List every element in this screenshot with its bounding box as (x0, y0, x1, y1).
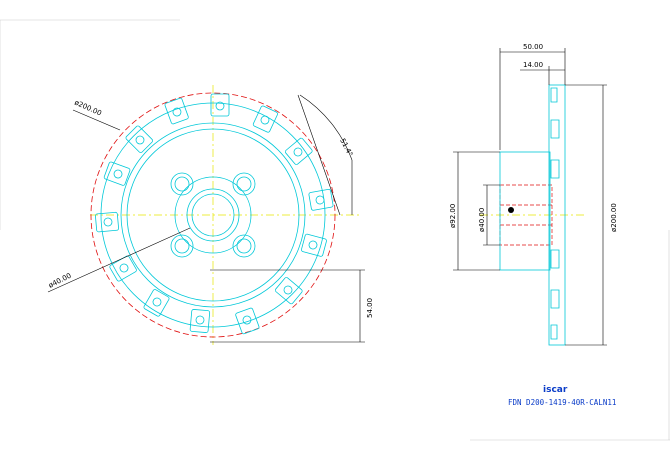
side-hub-label: ø92.00 (449, 204, 457, 228)
iscar-logo: iscar (543, 385, 568, 395)
front-centerlines (90, 85, 360, 345)
side-width-14-label: 14.00 (523, 61, 543, 69)
mounting-holes (170, 172, 256, 258)
front-view: ø200.00 ø40.00 51.4° 54.00 (47, 85, 374, 345)
outer-diameter-circle (90, 92, 336, 338)
sheet-border (0, 19, 670, 441)
side-outer-label: ø200.00 (610, 203, 618, 232)
part-number: FDN D200-1419-40R-CALN11 (508, 398, 616, 407)
front-outer-diameter-label: ø200.00 (73, 99, 103, 118)
cutter-body (100, 102, 326, 328)
front-height-label: 54.00 (366, 298, 374, 318)
side-view: 50.00 14.00 ø40.00 ø92.00 ø200.00 (449, 43, 618, 346)
front-bore-label: ø40.00 (47, 272, 72, 290)
title-block: iscar FDN D200-1419-40R-CALN11 (508, 385, 616, 407)
side-dimension-lines (453, 48, 607, 346)
side-width-50-label: 50.00 (523, 43, 543, 51)
front-angle-label: 51.4° (338, 137, 354, 158)
side-center-mark (508, 207, 514, 213)
front-dimension-lines (47, 94, 365, 343)
side-body-outline (499, 84, 566, 346)
side-bore-label: ø40.00 (478, 208, 486, 232)
insert-pockets (95, 93, 334, 335)
